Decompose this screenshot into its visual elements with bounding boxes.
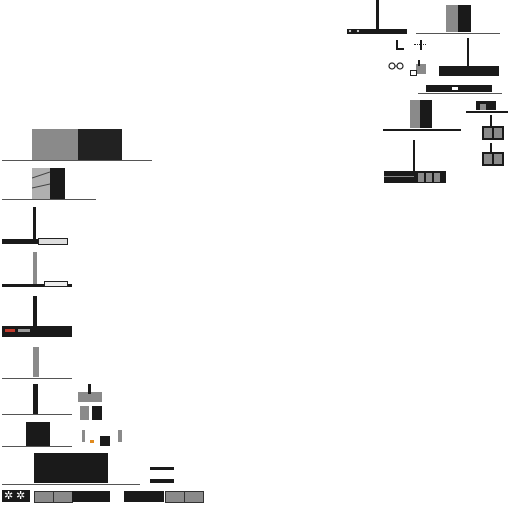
small-box-top-baseline — [466, 111, 508, 113]
thumb-5-block[interactable] — [2, 326, 72, 337]
mid-block-gray[interactable] — [410, 100, 420, 128]
snowflake-icon: ✲ — [4, 489, 14, 502]
thumb-4-pole — [33, 252, 37, 286]
thumb-2-light-panel[interactable] — [32, 168, 50, 199]
thumb-5-pole — [33, 296, 37, 326]
thumb-4-box-strip — [44, 281, 68, 287]
bottom-segment-1[interactable] — [34, 491, 54, 503]
stem-right-1 — [490, 115, 492, 127]
mid-block-baseline — [383, 129, 461, 131]
segmented-bar-line — [384, 176, 414, 177]
antenna-pole — [376, 0, 379, 30]
panel-top-right-dark[interactable] — [458, 5, 471, 32]
long-bar[interactable] — [426, 85, 492, 92]
mid-block-dark[interactable] — [420, 100, 432, 128]
thumb-2-diagonal-lines — [32, 171, 50, 189]
thumb-6-pole — [33, 347, 39, 377]
thumb-8-square[interactable] — [26, 422, 50, 446]
small-bar-b[interactable] — [150, 479, 174, 483]
thumb-4-bar[interactable] — [2, 284, 72, 287]
small-box-top[interactable] — [476, 101, 496, 110]
small-box-top-inner — [480, 104, 486, 110]
pair-box-2-right — [494, 154, 502, 164]
widget-b-right[interactable] — [92, 406, 102, 420]
segment-a — [418, 173, 424, 182]
thumb-5-light-accent — [18, 329, 30, 332]
figure-a — [82, 430, 85, 442]
thumb-1-dark-panel[interactable] — [78, 129, 122, 160]
stack-icon-bar — [420, 40, 422, 50]
small-bar-a[interactable] — [150, 467, 174, 470]
thumb-3-box-strip — [38, 238, 68, 245]
thumb-9-block[interactable] — [34, 453, 108, 483]
stem-right-2 — [490, 143, 492, 153]
long-bar-chip — [452, 87, 458, 90]
bottom-segment-6[interactable] — [184, 491, 204, 503]
black-bar-right[interactable] — [439, 66, 499, 76]
thumb-2-baseline — [2, 199, 96, 200]
bottom-segment-4[interactable] — [124, 491, 164, 502]
figure-b — [100, 436, 110, 446]
pair-box-1-left — [484, 128, 492, 138]
corner-glyph-a-foot — [396, 48, 404, 50]
bottom-segment-2[interactable] — [53, 491, 73, 503]
panel-top-right-gray[interactable] — [446, 5, 458, 32]
thumb-7-baseline — [2, 414, 72, 415]
long-bar-baseline — [418, 93, 502, 94]
gray-chip-stem — [418, 60, 420, 66]
thumb-9-baseline — [2, 484, 140, 485]
gray-chip[interactable] — [416, 64, 426, 74]
pole-right — [467, 38, 469, 68]
corner-glyph-a — [396, 40, 398, 50]
pair-box-1-right — [494, 128, 502, 138]
segment-b — [426, 173, 432, 182]
segment-c — [434, 173, 440, 182]
antenna-base-bar[interactable] — [347, 29, 407, 34]
glasses-icon — [388, 62, 404, 70]
thumb-3-bar[interactable] — [2, 239, 68, 244]
thumb-7-pole — [33, 384, 38, 414]
widget-a-stem — [88, 384, 91, 394]
lower-pole — [413, 140, 415, 172]
bottom-segment-5[interactable] — [165, 491, 185, 503]
figure-orange-dot — [90, 440, 94, 443]
thumb-1-baseline — [2, 160, 152, 161]
thumb-1-gray-panel[interactable] — [32, 129, 78, 160]
widget-a-top[interactable] — [78, 392, 102, 402]
bottom-icon-tile[interactable] — [2, 490, 30, 502]
antenna-dot-1 — [348, 29, 352, 33]
thumb-3-pole — [33, 207, 36, 243]
thumb-2-dark-panel[interactable] — [50, 168, 65, 199]
pair-box-2-left — [484, 154, 492, 164]
bottom-segment-3[interactable] — [72, 491, 110, 502]
panel-top-right-baseline — [416, 33, 500, 34]
thumb-6-baseline — [2, 378, 72, 379]
thumb-8-baseline — [2, 446, 72, 447]
gray-chip-glyph — [410, 70, 417, 76]
antenna-dot-2 — [356, 29, 360, 33]
thumb-5-red-accent — [5, 329, 15, 332]
figure-c — [118, 430, 122, 442]
widget-b-left[interactable] — [80, 406, 89, 420]
snowflake-icon-2: ✲ — [16, 489, 26, 502]
